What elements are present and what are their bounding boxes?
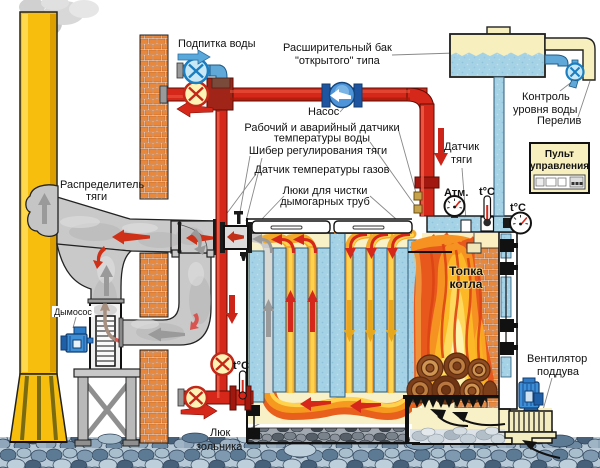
svg-text:Пульт: Пульт [545, 149, 574, 160]
svg-text:t°C: t°C [510, 202, 526, 214]
svg-text:t°C: t°C [233, 360, 249, 372]
svg-text:Распределитель: Распределитель [60, 179, 144, 191]
svg-text:поддува: поддува [537, 366, 580, 378]
svg-text:тяги: тяги [451, 154, 472, 166]
svg-text:Контроль: Контроль [522, 91, 570, 103]
svg-text:Люк: Люк [210, 427, 230, 439]
svg-text:температуры воды: температуры воды [274, 133, 370, 145]
svg-text:Атм.: Атм. [444, 187, 468, 199]
svg-text:управления: управления [530, 161, 589, 172]
svg-text:Дымосос: Дымосос [54, 307, 92, 317]
svg-text:Насос: Насос [308, 106, 340, 118]
svg-text:Перелив: Перелив [537, 115, 581, 127]
svg-text:Топка: Топка [449, 264, 483, 278]
svg-text:Датчик температуры газов: Датчик температуры газов [254, 164, 389, 176]
svg-text:зольника: зольника [196, 441, 243, 453]
svg-text:Расширительный бак: Расширительный бак [283, 42, 392, 54]
svg-text:Датчик: Датчик [444, 141, 479, 153]
svg-text:"открытого" типа: "открытого" типа [295, 55, 381, 67]
svg-text:котла: котла [450, 277, 483, 291]
svg-text:тяги: тяги [86, 191, 107, 203]
svg-text:дымогарных труб: дымогарных труб [280, 196, 370, 208]
svg-text:Вентилятор: Вентилятор [527, 353, 587, 365]
svg-text:Шибер регулирования тяги: Шибер регулирования тяги [249, 145, 387, 157]
svg-text:Люки для чистки: Люки для чистки [283, 185, 368, 197]
svg-text:Рабочий и аварийный датчики: Рабочий и аварийный датчики [244, 122, 399, 134]
svg-text:Подпитка воды: Подпитка воды [178, 38, 256, 50]
svg-text:t°C: t°C [479, 186, 495, 198]
svg-text:уровня воды: уровня воды [513, 104, 578, 116]
